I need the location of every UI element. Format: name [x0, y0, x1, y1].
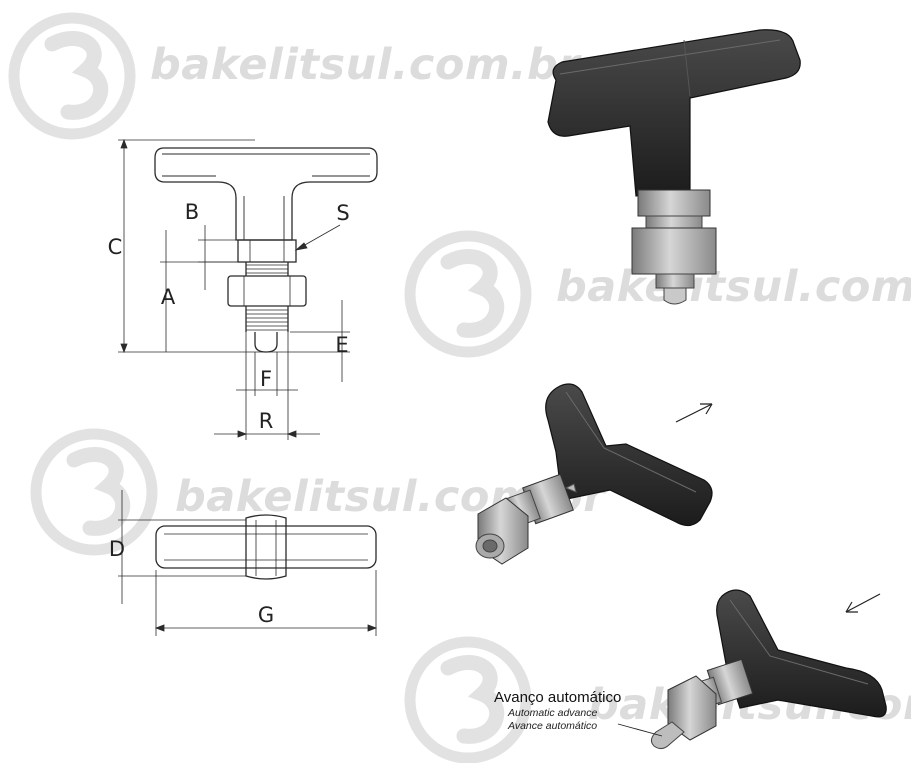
dim-label-b: B: [185, 200, 199, 224]
dim-label-e: E: [335, 333, 348, 357]
dim-label-a: A: [161, 285, 176, 309]
dim-label-c: C: [108, 235, 123, 259]
dim-label-g: G: [258, 603, 274, 627]
caption-main: Avanço automático: [494, 689, 622, 706]
hex-s: [237, 239, 297, 263]
handle-inner-lines: [162, 153, 370, 240]
dim-label-s: S: [336, 201, 349, 225]
caption-english: Automatic advance: [508, 707, 598, 719]
top-view: [155, 514, 377, 580]
render-retracted: [475, 383, 713, 565]
render-upright: [547, 29, 801, 305]
dim-label-r: R: [259, 409, 274, 433]
caption-spanish: Avance automático: [508, 720, 598, 732]
dim-label-d: D: [109, 537, 125, 561]
lock-nut: [227, 275, 307, 307]
arrow-down-left-icon: [845, 593, 881, 613]
caption-leader: [617, 723, 663, 737]
dim-label-f: F: [260, 367, 272, 391]
render-advanced: [650, 589, 887, 750]
watermark-text: bakelitsul.com.br: [150, 40, 580, 90]
watermark-text: bakelitsul.com.br: [556, 262, 911, 312]
arrow-up-right-icon: [675, 403, 713, 423]
